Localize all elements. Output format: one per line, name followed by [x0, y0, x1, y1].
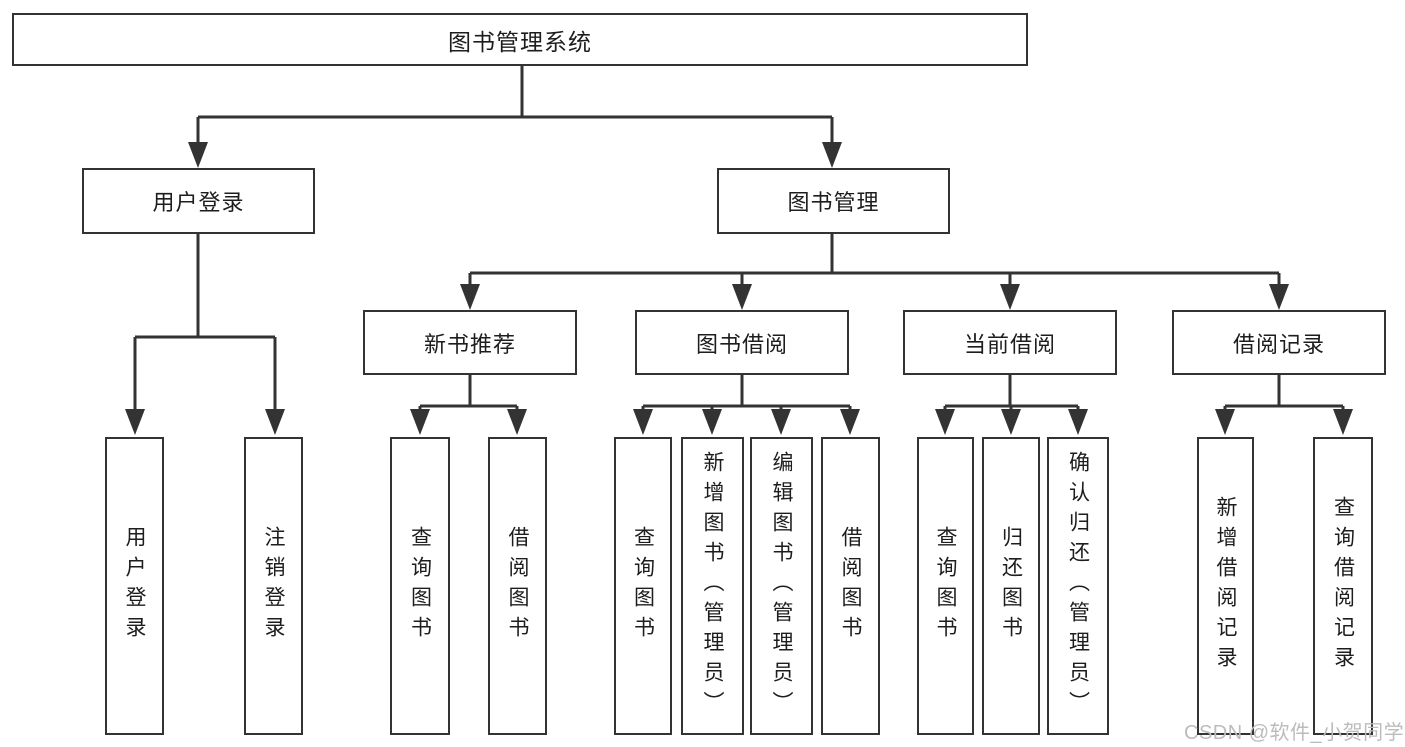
connector-borrow-records-children: [1223, 375, 1345, 412]
leaf-bb-query-books: 查询图书: [614, 437, 672, 735]
node-root-library-system: 图书管理系统: [12, 13, 1028, 66]
arrowhead-current-borrow: [1000, 284, 1020, 310]
arrowhead-cb-query: [935, 409, 955, 435]
connector-current-borrow-children: [943, 375, 1080, 412]
connector-book-borrow-children: [641, 375, 852, 412]
leaf-br-query-borrow-record: 查询借阅记录: [1313, 437, 1373, 735]
node-current-borrowing: 当前借阅: [903, 310, 1117, 375]
leaf-br-add-borrow-record: 新增借阅记录: [1197, 437, 1254, 735]
leaf-bb-add-books-admin: 新增图书（管理员）: [681, 437, 744, 735]
connector-user-login-children: [133, 234, 277, 412]
arrowhead-bb-add: [702, 409, 722, 435]
leaf-bb-borrow-books: 借阅图书: [821, 437, 880, 735]
arrowhead-bb-edit: [771, 409, 791, 435]
node-book-management: 图书管理: [717, 168, 950, 234]
leaf-user-login: 用户登录: [105, 437, 164, 735]
arrowhead-nbr-borrow: [507, 409, 527, 435]
leaf-cb-return-books: 归还图书: [982, 437, 1040, 735]
node-book-borrowing: 图书借阅: [635, 310, 849, 375]
arrowhead-borrow-records: [1269, 284, 1289, 310]
connector-new-book-children: [418, 375, 519, 412]
csdn-watermark: CSDN @软件_小贺同学: [1184, 722, 1405, 744]
node-new-book-recommend: 新书推荐: [363, 310, 577, 375]
arrowhead-bb-query: [633, 409, 653, 435]
arrowhead-leaf-user-login: [125, 409, 145, 435]
arrowhead-book-borrow: [732, 284, 752, 310]
node-borrow-records: 借阅记录: [1172, 310, 1386, 375]
leaf-cb-confirm-return-admin: 确认归还（管理员）: [1047, 437, 1109, 735]
arrowhead-cb-return: [1001, 409, 1021, 435]
connector-root-to-level2: [196, 66, 834, 146]
leaf-nbr-query-books: 查询图书: [390, 437, 450, 735]
arrowhead-leaf-logout: [265, 409, 285, 435]
arrowhead-book-management: [822, 142, 842, 168]
arrowhead-nbr-query: [410, 409, 430, 435]
leaf-logout-login: 注销登录: [244, 437, 303, 735]
leaf-nbr-borrow-books: 借阅图书: [488, 437, 547, 735]
arrowhead-bb-borrow: [840, 409, 860, 435]
arrowhead-user-login: [188, 142, 208, 168]
arrowhead-br-add: [1215, 409, 1235, 435]
leaf-cb-query-books: 查询图书: [917, 437, 974, 735]
node-user-login: 用户登录: [82, 168, 315, 234]
arrowhead-new-book: [460, 284, 480, 310]
connector-book-management-children: [468, 234, 1281, 288]
arrowhead-cb-confirm: [1068, 409, 1088, 435]
leaf-bb-edit-books-admin: 编辑图书（管理员）: [750, 437, 813, 735]
arrowhead-br-query: [1333, 409, 1353, 435]
